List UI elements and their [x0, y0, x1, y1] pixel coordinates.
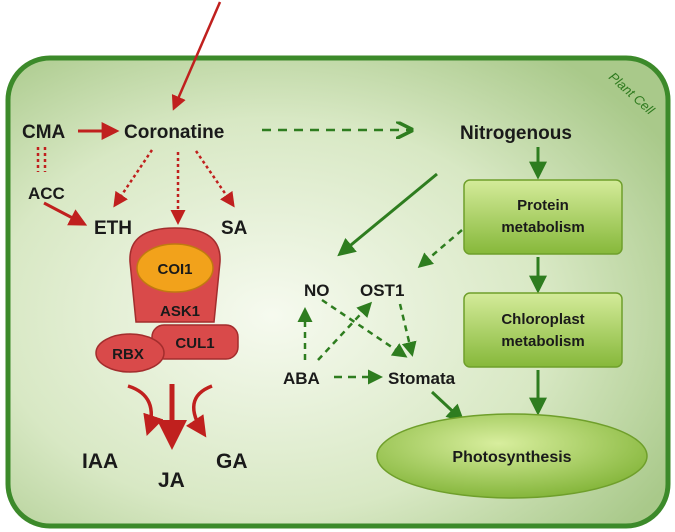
aba-label: ABA	[283, 369, 320, 388]
external-input-arrow	[171, 1, 222, 111]
chloroplast-metabolism-box	[463, 292, 623, 368]
stomata-to-photosynthesis-arrow	[430, 390, 465, 423]
stomata-label: Stomata	[388, 369, 456, 388]
coi1-label: COI1	[157, 261, 192, 278]
ost1-label: OST1	[360, 281, 404, 300]
chloroplast-metabolism-label-1: Chloroplast	[501, 311, 584, 328]
curve-arrow-to-ga	[185, 384, 213, 438]
iaa-label: IAA	[82, 450, 118, 473]
coronatine-to-eth-arrow	[113, 149, 154, 208]
protein-to-ost1-arrow	[417, 229, 463, 268]
no-label: NO	[304, 281, 330, 300]
sa-label: SA	[221, 218, 248, 239]
cma-label: CMA	[22, 122, 66, 143]
acc-to-eth-arrow	[43, 201, 88, 226]
ga-label: GA	[216, 450, 248, 473]
protein-metabolism-label-1: Protein	[517, 197, 569, 214]
nitrogen-to-no-arrow	[337, 172, 438, 257]
coi1-protein	[136, 243, 214, 293]
ost1-to-stomata-arrow	[398, 303, 417, 357]
aba-to-ost1-arrow	[317, 301, 373, 361]
ja-label: JA	[158, 469, 185, 492]
cul1-label: CUL1	[175, 335, 214, 352]
photosynthesis-ellipse	[376, 413, 648, 499]
acc-label: ACC	[28, 184, 65, 203]
protein-metabolism-label-2: metabolism	[501, 219, 584, 236]
nitrogenous-label: Nitrogenous	[460, 123, 572, 144]
photosynthesis-label: Photosynthesis	[452, 449, 571, 466]
rbx-protein	[95, 333, 165, 373]
protein-metabolism-box	[463, 179, 623, 255]
no-to-stomata-arrow	[321, 298, 408, 358]
coronatine-to-sa-arrow	[194, 150, 235, 208]
eth-label: ETH	[94, 218, 132, 239]
ask1-label: ASK1	[160, 303, 200, 320]
chloroplast-metabolism-label-2: metabolism	[501, 333, 584, 350]
rbx-label: RBX	[112, 346, 144, 363]
curve-arrow-to-iaa	[127, 384, 164, 436]
coronatine-label: Coronatine	[124, 122, 224, 143]
